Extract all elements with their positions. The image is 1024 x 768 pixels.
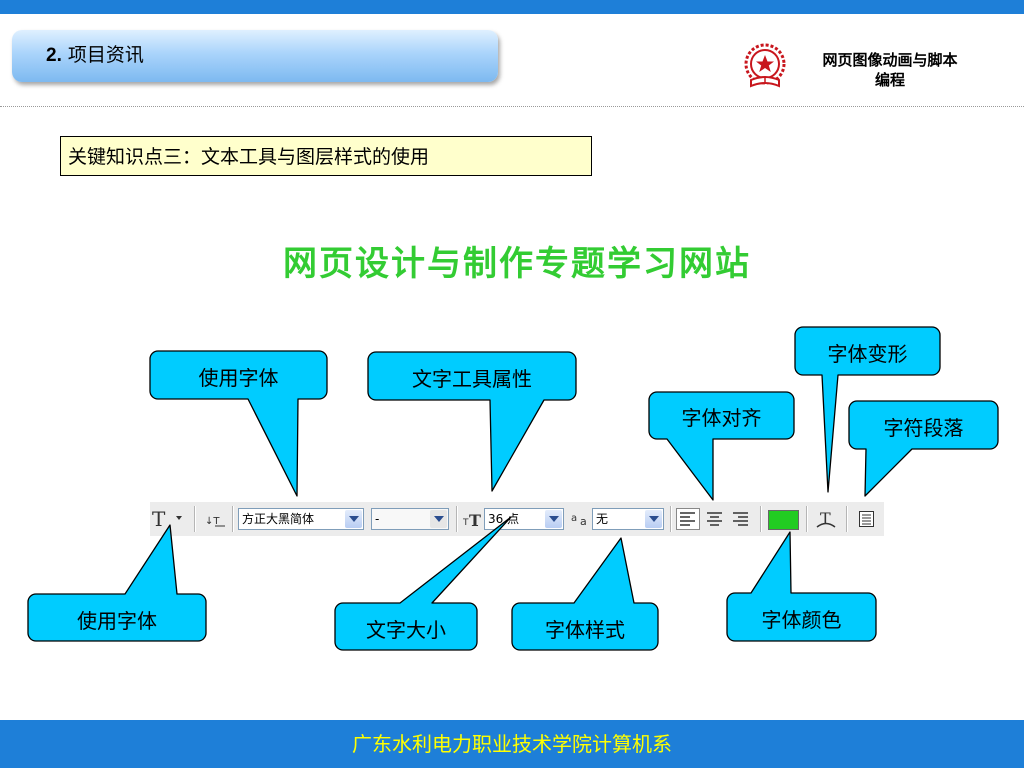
header-divider: [0, 106, 1024, 107]
callout-use-font-top: [149, 350, 328, 497]
callout-use-font-top-label: 使用字体: [198, 366, 279, 390]
toolbar-separator: [194, 506, 196, 532]
footer-text: 广东水利电力职业技术学院计算机系: [352, 732, 672, 756]
font-style-select[interactable]: -: [371, 508, 449, 530]
toolbar-separator: [232, 506, 234, 532]
callout-use-font-bottom: [27, 524, 207, 642]
font-size-icon: T T: [462, 511, 481, 530]
section-title: 项目资讯: [67, 44, 144, 66]
callout-char-paragraph-label: 字符段落: [883, 416, 964, 440]
callout-text-size: [334, 516, 512, 651]
svg-text:↓T: ↓T: [205, 516, 220, 527]
text-color-swatch[interactable]: [768, 510, 799, 530]
svg-text:T: T: [469, 511, 481, 530]
callout-char-paragraph: [848, 400, 999, 497]
palettes-icon[interactable]: [856, 509, 878, 529]
callout-font-warp-label: 字体变形: [827, 342, 908, 366]
svg-text:a: a: [571, 513, 577, 524]
callout-font-warp: [794, 326, 941, 493]
chevron-down-icon[interactable]: [345, 510, 362, 528]
svg-text:T: T: [462, 518, 469, 528]
chevron-down-icon[interactable]: [430, 510, 447, 528]
chevron-down-icon[interactable]: [545, 510, 562, 528]
callout-text-size-label: 文字大小: [366, 618, 446, 642]
toolbar-separator: [670, 506, 672, 532]
antialias-select[interactable]: 无: [592, 508, 664, 530]
course-title: 网页图像动画与脚本 编程: [822, 51, 958, 89]
callout-font-style-label: 字体样式: [545, 618, 625, 642]
callout-use-font-bottom-label: 使用字体: [77, 609, 157, 633]
align-left-icon[interactable]: [676, 508, 700, 530]
callout-text-tool-props: [367, 351, 577, 492]
svg-text:T: T: [820, 509, 831, 528]
college-emblem-icon: [744, 43, 786, 88]
toolbar-separator: [806, 506, 808, 532]
font-family-select[interactable]: 方正大黑简体: [238, 508, 364, 530]
chevron-down-icon[interactable]: [645, 510, 662, 528]
section-tab: 2. 项目资讯: [12, 30, 498, 82]
toolbar-separator: [760, 506, 762, 532]
callout-text-tool-props-label: 文字工具属性: [412, 367, 532, 391]
tool-preset-dropdown-icon[interactable]: [175, 514, 185, 522]
callout-font-style: [511, 537, 659, 651]
callout-font-align-label: 字体对齐: [681, 406, 762, 430]
callout-font-color: [726, 531, 877, 642]
warp-text-icon[interactable]: T: [814, 506, 838, 532]
keypoint-box: 关键知识点三：文本工具与图层样式的使用: [60, 136, 592, 176]
antialias-icon: a a: [571, 513, 587, 528]
callout-font-color-label: 字体颜色: [761, 608, 842, 632]
orientation-toggle-icon[interactable]: ↓T: [203, 506, 227, 532]
svg-text:T: T: [152, 507, 166, 531]
callout-font-align: [648, 391, 795, 501]
text-tool-icon[interactable]: T: [150, 506, 174, 532]
toolbar-separator: [846, 506, 848, 532]
top-bar: [0, 0, 1024, 14]
align-right-icon[interactable]: [729, 508, 753, 530]
section-number: 2.: [46, 45, 62, 66]
main-title: 网页设计与制作专题学习网站: [283, 244, 751, 284]
toolbar-separator: [456, 506, 458, 532]
footer-bar: [0, 720, 1024, 768]
align-center-icon[interactable]: [703, 508, 727, 530]
svg-text:a: a: [580, 515, 587, 528]
